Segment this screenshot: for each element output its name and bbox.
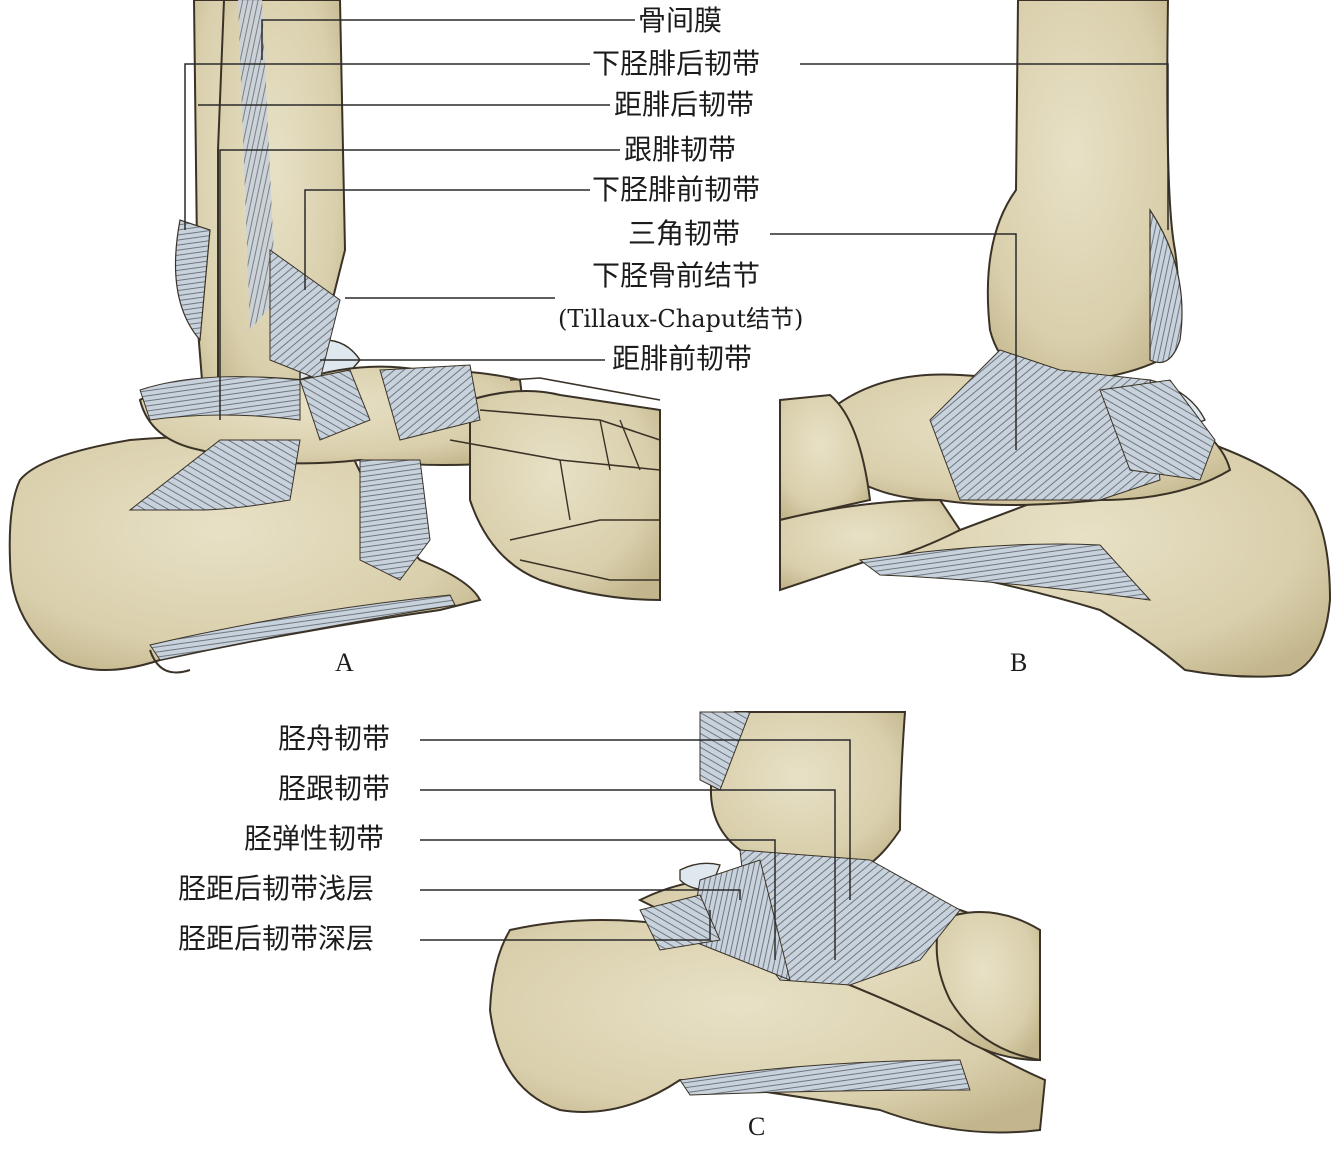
leader-b-post-inf-tibiofibular [800,63,1169,230]
panel-label-b: B [1010,648,1028,677]
label-anterior-inferior-tibiofibular-ligament: 下胫腓前韧带 [592,173,761,206]
label-interosseous-membrane: 骨间膜 [638,4,723,37]
label-posterior-tibiotalar-deep: 胫距后韧带深层 [178,922,375,955]
label-calcaneofibular-ligament: 跟腓韧带 [624,133,737,166]
label-tillaux-chaput-tubercle: (Tillaux-Chaput结节) [558,305,804,333]
leader-lines [184,19,1169,960]
label-posterior-inferior-tibiofibular-ligament: 下胫腓后韧带 [592,47,761,80]
leader-tibiospring [420,839,776,960]
leader-calcaneofibular [219,149,620,420]
leader-tibionavicular [420,739,851,900]
leader-post-inf-tibiofibular [184,63,590,230]
leader-interosseous [261,19,635,60]
label-anterior-talofibular-ligament: 距腓前韧带 [612,342,753,375]
leader-deltoid [770,233,1017,450]
label-tibiocalcaneal-ligament: 胫跟韧带 [278,772,391,805]
label-anterior-tibial-tubercle: 下胫骨前结节 [592,259,761,292]
leader-post-tibiotalar-deep [420,910,711,941]
label-deltoid-ligament: 三角韧带 [628,217,741,250]
label-posterior-talofibular-ligament: 距腓后韧带 [614,88,755,121]
leader-tibiocalcaneal [420,789,836,960]
panel-c-drawing [488,711,1047,1134]
panel-label-c: C [748,1112,766,1141]
leader-ant-inf-tibiofibular [304,189,590,290]
panel-a-drawing [8,0,661,674]
panel-b-drawing [779,0,1332,678]
label-tibionavicular-ligament: 胫舟韧带 [278,722,391,755]
panel-label-a: A [335,648,354,677]
leader-post-tibiotalar-superficial [420,889,741,900]
label-posterior-tibiotalar-superficial: 胫距后韧带浅层 [178,872,375,905]
label-tibiospring-ligament: 胫弹性韧带 [244,822,385,855]
